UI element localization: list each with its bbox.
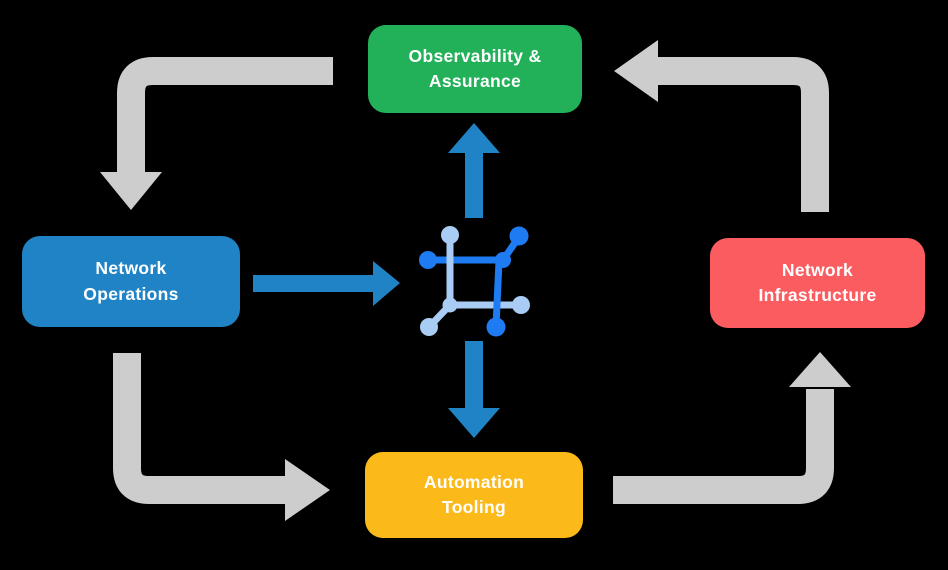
node-label-line1: Observability &: [408, 45, 542, 66]
hub-node-light-bottomleft: [420, 318, 438, 336]
hub-node-dark-left: [419, 251, 437, 269]
node-label-line2: Tooling: [442, 497, 506, 517]
arrow-operations-to-center: [253, 261, 400, 306]
arrow-automation-to-infrastructure: [613, 352, 851, 504]
node-automation-tooling: Automation Tooling: [365, 452, 583, 538]
node-network-operations: Network Operations: [22, 236, 240, 327]
node-label-line1: Network: [95, 258, 167, 279]
node-observability-assurance: Observability & Assurance: [368, 25, 582, 113]
arrow-operations-to-automation: [113, 353, 330, 521]
arrow-shaft: [117, 57, 333, 174]
hub-node-light-right: [512, 296, 530, 314]
arrow-center-to-observability: [448, 123, 500, 218]
node-label-line2: Operations: [83, 283, 179, 304]
hub-node-light-top: [441, 226, 459, 244]
hub-line-dark-right: [492, 257, 503, 330]
hub-node-dark-bottom: [486, 317, 506, 337]
hub-joint-dark: [495, 252, 511, 268]
arrow-infrastructure-to-observability: [614, 40, 829, 212]
hub-node-dark-topright: [509, 226, 529, 246]
arrow-head: [789, 352, 851, 387]
arrow-shaft: [113, 353, 287, 504]
node-label-line1: Automation: [423, 471, 525, 492]
arrow-shaft: [613, 389, 834, 504]
arrow-center-to-automation: [448, 341, 500, 438]
arrow-head: [448, 123, 500, 218]
arrow-head: [614, 40, 658, 102]
arrow-head: [448, 341, 500, 438]
network-hub-icon: [419, 226, 530, 337]
arrow-head: [253, 261, 400, 306]
arrow-head: [285, 459, 330, 521]
node-label-line2: Infrastructure: [758, 285, 877, 305]
node-network-infrastructure: Network Infrastructure: [710, 238, 925, 328]
hub-nodes: [419, 226, 530, 337]
arrow-observability-to-operations: [100, 57, 333, 210]
node-label-line1: Network: [781, 259, 854, 280]
hub-joint-light: [442, 297, 458, 313]
arrow-head: [100, 172, 162, 210]
arrow-shaft: [656, 57, 829, 212]
node-label-line2: Assurance: [428, 71, 522, 91]
